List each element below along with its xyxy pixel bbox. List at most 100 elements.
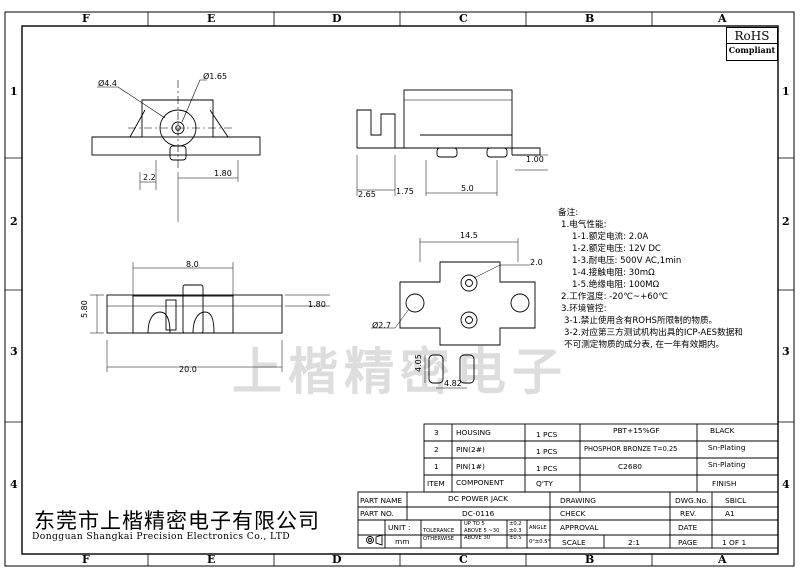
drawing-label: DRAWING bbox=[560, 496, 596, 505]
scale-label: SCALE bbox=[562, 538, 586, 547]
bom-header-qty: Q'TY bbox=[536, 479, 553, 488]
bom-finish-2: Sn-Plating bbox=[708, 443, 746, 452]
grid-row-3-left: 3 bbox=[10, 345, 18, 358]
projection-symbol-icon bbox=[366, 534, 383, 546]
part-no-label: PART NO. bbox=[360, 509, 394, 518]
page-label: PAGE bbox=[678, 538, 698, 547]
bom-component-3: HOUSING bbox=[456, 428, 491, 437]
company-name-en: Dongguan Shangkai Precision Electronics … bbox=[32, 531, 291, 542]
rohs-title: RoHS bbox=[734, 29, 770, 43]
scale-value: 2:1 bbox=[628, 538, 640, 547]
bom-finish-3: BLACK bbox=[710, 426, 735, 435]
dim-2-65: 2.65 bbox=[358, 190, 376, 199]
dim-1-80-side: 1.80 bbox=[308, 300, 326, 309]
grid-col-b-bottom: B bbox=[585, 553, 595, 566]
angle-value: 0°±0.5° bbox=[529, 539, 551, 545]
tol-above-5-30: ABOVE 5 ~30 bbox=[464, 528, 500, 534]
bom-qty-3: 1 PCS bbox=[536, 430, 558, 439]
unit-label: UNIT : bbox=[388, 523, 411, 532]
dim-1-00: 1.00 bbox=[526, 155, 544, 164]
date-label: DATE bbox=[678, 523, 698, 532]
grid-row-2-right: 2 bbox=[782, 215, 790, 228]
bom-item-1: 1 bbox=[434, 462, 439, 471]
bom-item-3: 3 bbox=[434, 428, 439, 437]
grid-row-4-right: 4 bbox=[782, 478, 790, 491]
dim-8-0: 8.0 bbox=[186, 260, 199, 269]
notes-line: 1-2.额定电压: 12V DC bbox=[572, 244, 661, 254]
tol-up-to-5: UP TO 5 bbox=[464, 521, 485, 527]
grid-col-e-bottom: E bbox=[207, 553, 216, 566]
grid-row-2-left: 2 bbox=[10, 215, 18, 228]
part-name-value: DC POWER JACK bbox=[448, 494, 508, 503]
dwg-no-value: SBICL bbox=[725, 496, 747, 505]
dwg-no-label: DWG.No. bbox=[675, 496, 709, 505]
tol-value-2: ±0.3 bbox=[509, 528, 522, 534]
notes-line: 不可测定物质的成分表, 在一年有效期内。 bbox=[564, 340, 725, 350]
grid-row-3-right: 3 bbox=[782, 345, 790, 358]
dim-dia-1-65: Ø1.65 bbox=[203, 72, 228, 81]
notes-line: 1-4.接触电阻: 30mΩ bbox=[572, 268, 655, 278]
dim-20-0: 20.0 bbox=[179, 365, 197, 374]
approval-label: APPROVAL bbox=[560, 523, 599, 532]
grid-col-c-top: C bbox=[459, 12, 468, 25]
bom-component-1: PIN(1#) bbox=[456, 462, 485, 471]
notes-line: 3.环境管控: bbox=[561, 304, 607, 314]
otherwise-label: OTHERWISE bbox=[423, 536, 455, 542]
tol-value-1: ±0.2 bbox=[509, 521, 522, 527]
dim-2-2: 2.2 bbox=[143, 173, 156, 182]
rohs-badge: RoHS Compliant bbox=[726, 27, 778, 61]
page-value: 1 OF 1 bbox=[722, 538, 747, 547]
grid-col-c-bottom: C bbox=[459, 553, 468, 566]
dim-1-75: 1.75 bbox=[396, 187, 414, 196]
bom-header-finish: FINISH bbox=[712, 479, 737, 488]
rev-value: A1 bbox=[725, 509, 735, 518]
notes-line: 2.工作温度: -20℃~+60℃ bbox=[561, 292, 668, 302]
part-no-value: DC-0116 bbox=[462, 509, 495, 518]
tol-above-30: ABOVE 30 bbox=[464, 535, 491, 541]
dim-dia-2-7: Ø2.7 bbox=[372, 321, 392, 330]
grid-col-b-top: B bbox=[585, 12, 595, 25]
notes-title: 备注: bbox=[558, 208, 579, 218]
bom-item-2: 2 bbox=[434, 445, 439, 454]
rohs-subtitle: Compliant bbox=[727, 43, 777, 55]
bom-header-component: COMPONENT bbox=[456, 478, 504, 487]
part-name-label: PART NAME bbox=[360, 496, 403, 505]
grid-row-1-left: 1 bbox=[10, 85, 18, 98]
notes-line: 3-1.禁止使用含有ROHS所限制的物质。 bbox=[564, 316, 718, 326]
tol-value-3: ±0.5 bbox=[509, 535, 522, 541]
grid-col-e-top: E bbox=[207, 12, 216, 25]
grid-col-a-top: A bbox=[718, 12, 727, 25]
bom-material-3: PBT+15%GF bbox=[613, 426, 660, 435]
tolerance-label: TOLERANCE bbox=[423, 528, 455, 534]
angle-label: ANGLE bbox=[529, 525, 547, 531]
grid-col-d-bottom: D bbox=[332, 553, 342, 566]
company-name-cn: 东莞市上楷精密电子有限公司 bbox=[34, 509, 320, 533]
bom-material-2: PHOSPHOR BRONZE T=0.25 bbox=[584, 445, 678, 453]
grid-col-f-top: F bbox=[82, 12, 90, 25]
rev-label: REV. bbox=[680, 509, 697, 518]
bom-qty-1: 1 PCS bbox=[536, 464, 558, 473]
grid-col-a-bottom: A bbox=[718, 553, 727, 566]
bom-material-1: C2680 bbox=[618, 462, 642, 471]
dim-4-82: 4.82 bbox=[444, 379, 462, 388]
grid-row-4-left: 4 bbox=[10, 478, 18, 491]
notes-line: 1.电气性能: bbox=[561, 220, 607, 230]
dim-1-80-top: 1.80 bbox=[214, 169, 232, 178]
grid-row-1-right: 1 bbox=[782, 85, 790, 98]
bom-qty-2: 1 PCS bbox=[536, 447, 558, 456]
grid-col-f-bottom: F bbox=[82, 553, 90, 566]
check-label: CHECK bbox=[560, 509, 586, 518]
dim-5-0: 5.0 bbox=[461, 184, 474, 193]
dim-14-5: 14.5 bbox=[460, 231, 478, 240]
notes-line: 1-3.耐电压: 500V AC,1min bbox=[572, 256, 682, 266]
dim-2-0: 2.0 bbox=[530, 258, 543, 267]
notes-line: 1-1.额定电流: 2.0A bbox=[572, 232, 649, 242]
notes-line: 1-5.绝缘电阻: 100MΩ bbox=[572, 280, 660, 290]
